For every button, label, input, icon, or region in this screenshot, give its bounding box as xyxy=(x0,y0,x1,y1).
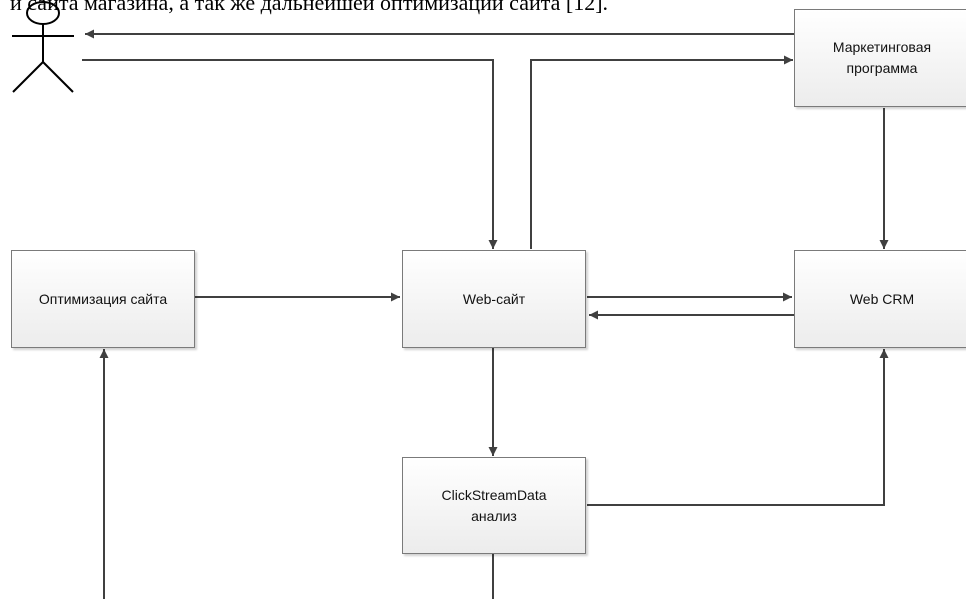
web-crm-label: Web CRM xyxy=(849,290,915,307)
arrow-actor-to-website xyxy=(82,59,498,249)
website-label: Web-сайт xyxy=(462,290,526,307)
marketing-program-label: Маркетинговая программа xyxy=(832,39,932,76)
stick-figure-actor-icon xyxy=(12,1,74,93)
marketing-program-node: Маркетинговая программа xyxy=(794,9,966,107)
header-text: и сайта магазина, а так же дальнейшей оп… xyxy=(10,0,609,15)
clickstream-analysis-node: ClickStreamData анализ xyxy=(402,457,586,554)
arrow-website-to-marketing xyxy=(530,55,793,249)
web-crm-node: Web CRM xyxy=(794,250,966,348)
clickstream-analysis-label: ClickStreamData анализ xyxy=(441,486,547,524)
site-optimization-label: Оптимизация сайта xyxy=(38,290,168,307)
site-optimization-node: Оптимизация сайта xyxy=(11,250,195,348)
website-node: Web-сайт xyxy=(402,250,586,348)
arrow-clickstream-to-webcrm xyxy=(587,349,889,506)
